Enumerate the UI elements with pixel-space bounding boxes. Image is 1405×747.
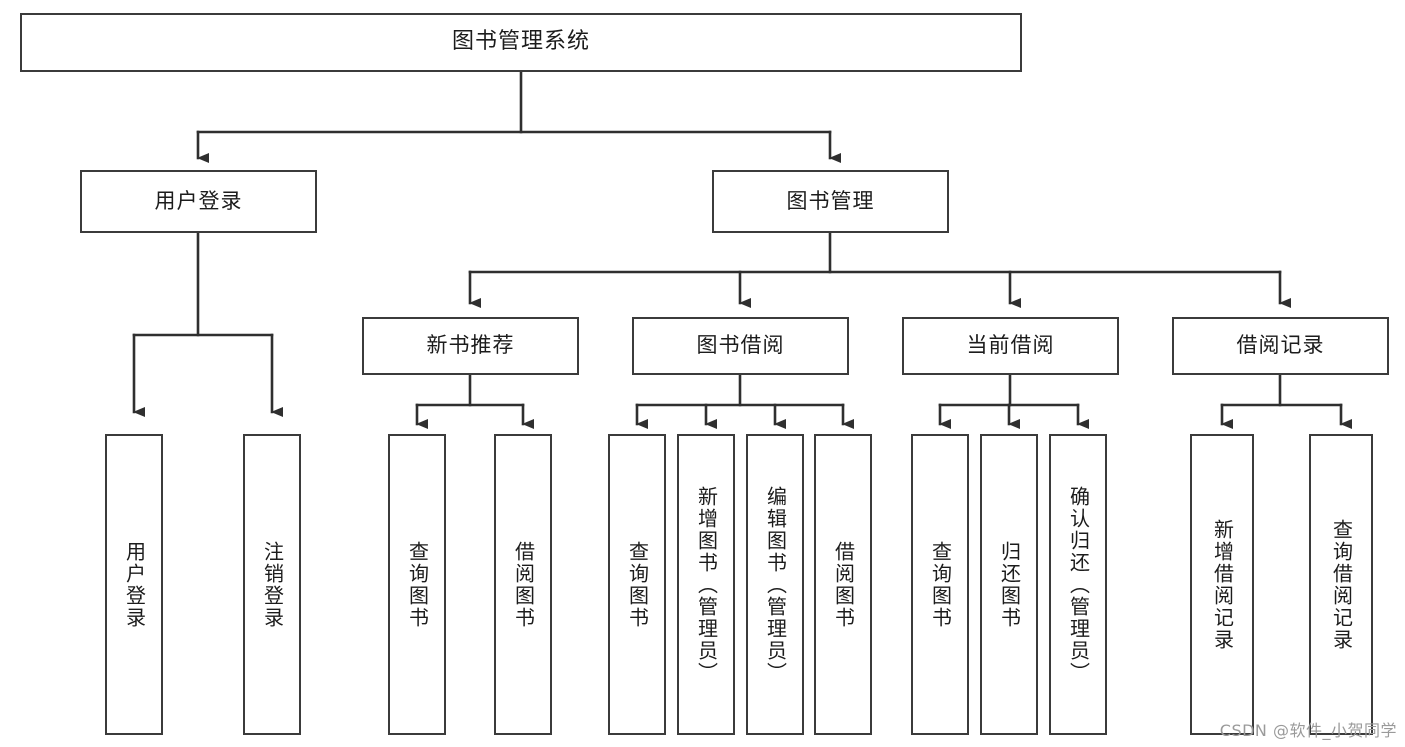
node-label: 图书管理系统 — [451, 29, 590, 55]
watermark-text: CSDN @软件_小贺同学 — [1219, 721, 1397, 740]
node-label: 图书管理 — [786, 188, 875, 213]
node-leaf-query-book-3[interactable]: 查询图书 — [911, 434, 969, 735]
node-label: 查询图书 — [625, 540, 650, 629]
node-label: 确认归还（管理员） — [1066, 485, 1091, 684]
node-leaf-borrow-book-1[interactable]: 借阅图书 — [494, 434, 552, 735]
node-borrow-record[interactable]: 借阅记录 — [1172, 317, 1389, 375]
node-book-borrow[interactable]: 图书借阅 — [632, 317, 849, 375]
node-label: 注销登录 — [260, 540, 285, 629]
node-leaf-user-login[interactable]: 用户登录 — [105, 434, 163, 735]
node-label: 用户登录 — [154, 188, 243, 213]
node-label: 借阅记录 — [1236, 333, 1325, 358]
node-label: 新增图书（管理员） — [694, 485, 719, 684]
node-leaf-edit-book[interactable]: 编辑图书（管理员） — [746, 434, 804, 735]
node-leaf-query-book-2[interactable]: 查询图书 — [608, 434, 666, 735]
node-label: 新增借阅记录 — [1210, 518, 1235, 651]
node-label: 用户登录 — [122, 540, 147, 629]
node-book-manage[interactable]: 图书管理 — [712, 170, 949, 233]
node-user-login[interactable]: 用户登录 — [80, 170, 317, 233]
node-new-book-recommend[interactable]: 新书推荐 — [362, 317, 579, 375]
node-label: 查询借阅记录 — [1329, 518, 1354, 651]
node-leaf-confirm-return[interactable]: 确认归还（管理员） — [1049, 434, 1107, 735]
node-label: 编辑图书（管理员） — [763, 485, 788, 684]
node-label: 新书推荐 — [426, 333, 515, 358]
node-label: 借阅图书 — [511, 540, 536, 629]
node-leaf-add-record[interactable]: 新增借阅记录 — [1190, 434, 1254, 735]
node-leaf-return-book[interactable]: 归还图书 — [980, 434, 1038, 735]
node-label: 查询图书 — [405, 540, 430, 629]
node-label: 图书借阅 — [696, 333, 785, 358]
node-label: 借阅图书 — [831, 540, 856, 629]
node-leaf-borrow-book-2[interactable]: 借阅图书 — [814, 434, 872, 735]
node-label: 归还图书 — [997, 540, 1022, 629]
node-label: 当前借阅 — [966, 333, 1055, 358]
node-leaf-add-book[interactable]: 新增图书（管理员） — [677, 434, 735, 735]
node-root-book-management-system[interactable]: 图书管理系统 — [20, 13, 1022, 72]
node-current-borrow[interactable]: 当前借阅 — [902, 317, 1119, 375]
node-leaf-logout-login[interactable]: 注销登录 — [243, 434, 301, 735]
node-leaf-query-record[interactable]: 查询借阅记录 — [1309, 434, 1373, 735]
node-label: 查询图书 — [928, 540, 953, 629]
node-leaf-query-book-1[interactable]: 查询图书 — [388, 434, 446, 735]
